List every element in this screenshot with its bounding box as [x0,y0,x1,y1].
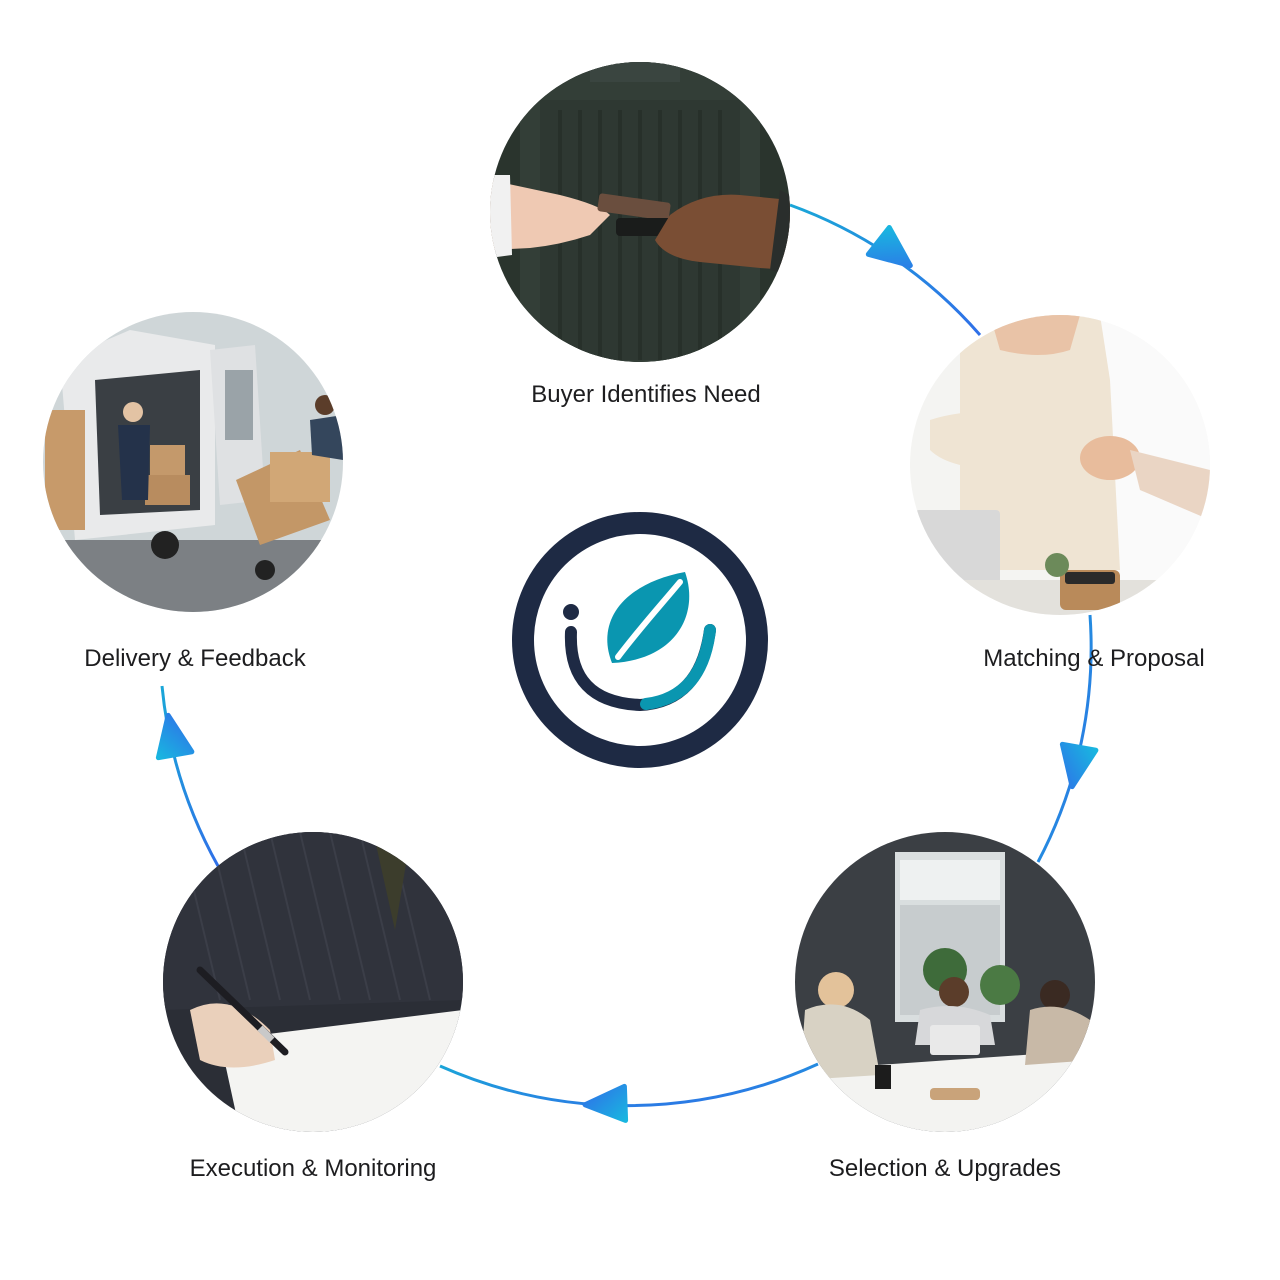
step-photo-delivery-feedback [43,312,343,612]
leaf-logo-icon [607,572,690,663]
step-label-matching-proposal: Matching & Proposal [983,645,1204,672]
arrow-icon [155,712,195,761]
connector-need-to-proposal [789,203,982,336]
step-photo-selection-upgrades [795,832,1095,1132]
arrow-icon [865,225,913,269]
step-label-buyer-identifies-need: Buyer Identifies Need [531,381,760,408]
step-label-execution-monitoring: Execution & Monitoring [190,1155,437,1182]
step-photo-execution-monitoring [163,832,463,1132]
connector-selection-to-execution [439,1062,819,1108]
step-photo-matching-proposal [910,315,1210,615]
step-label-selection-upgrades: Selection & Upgrades [829,1155,1061,1182]
step-labels: Buyer Identifies Need Matching & Proposa… [84,381,1204,1182]
cycle-arrows [155,225,1099,1123]
logo-dot [563,604,579,620]
center-logo [512,512,768,768]
connector-execution-to-delivery [160,685,220,867]
arrow-icon [582,1083,629,1123]
step-photo-buyer-identifies-need [490,62,790,362]
arrow-icon [1059,741,1099,790]
step-label-delivery-feedback: Delivery & Feedback [84,645,306,672]
connector-proposal-to-selection [1036,614,1093,863]
logo-smile-accent [640,624,716,710]
